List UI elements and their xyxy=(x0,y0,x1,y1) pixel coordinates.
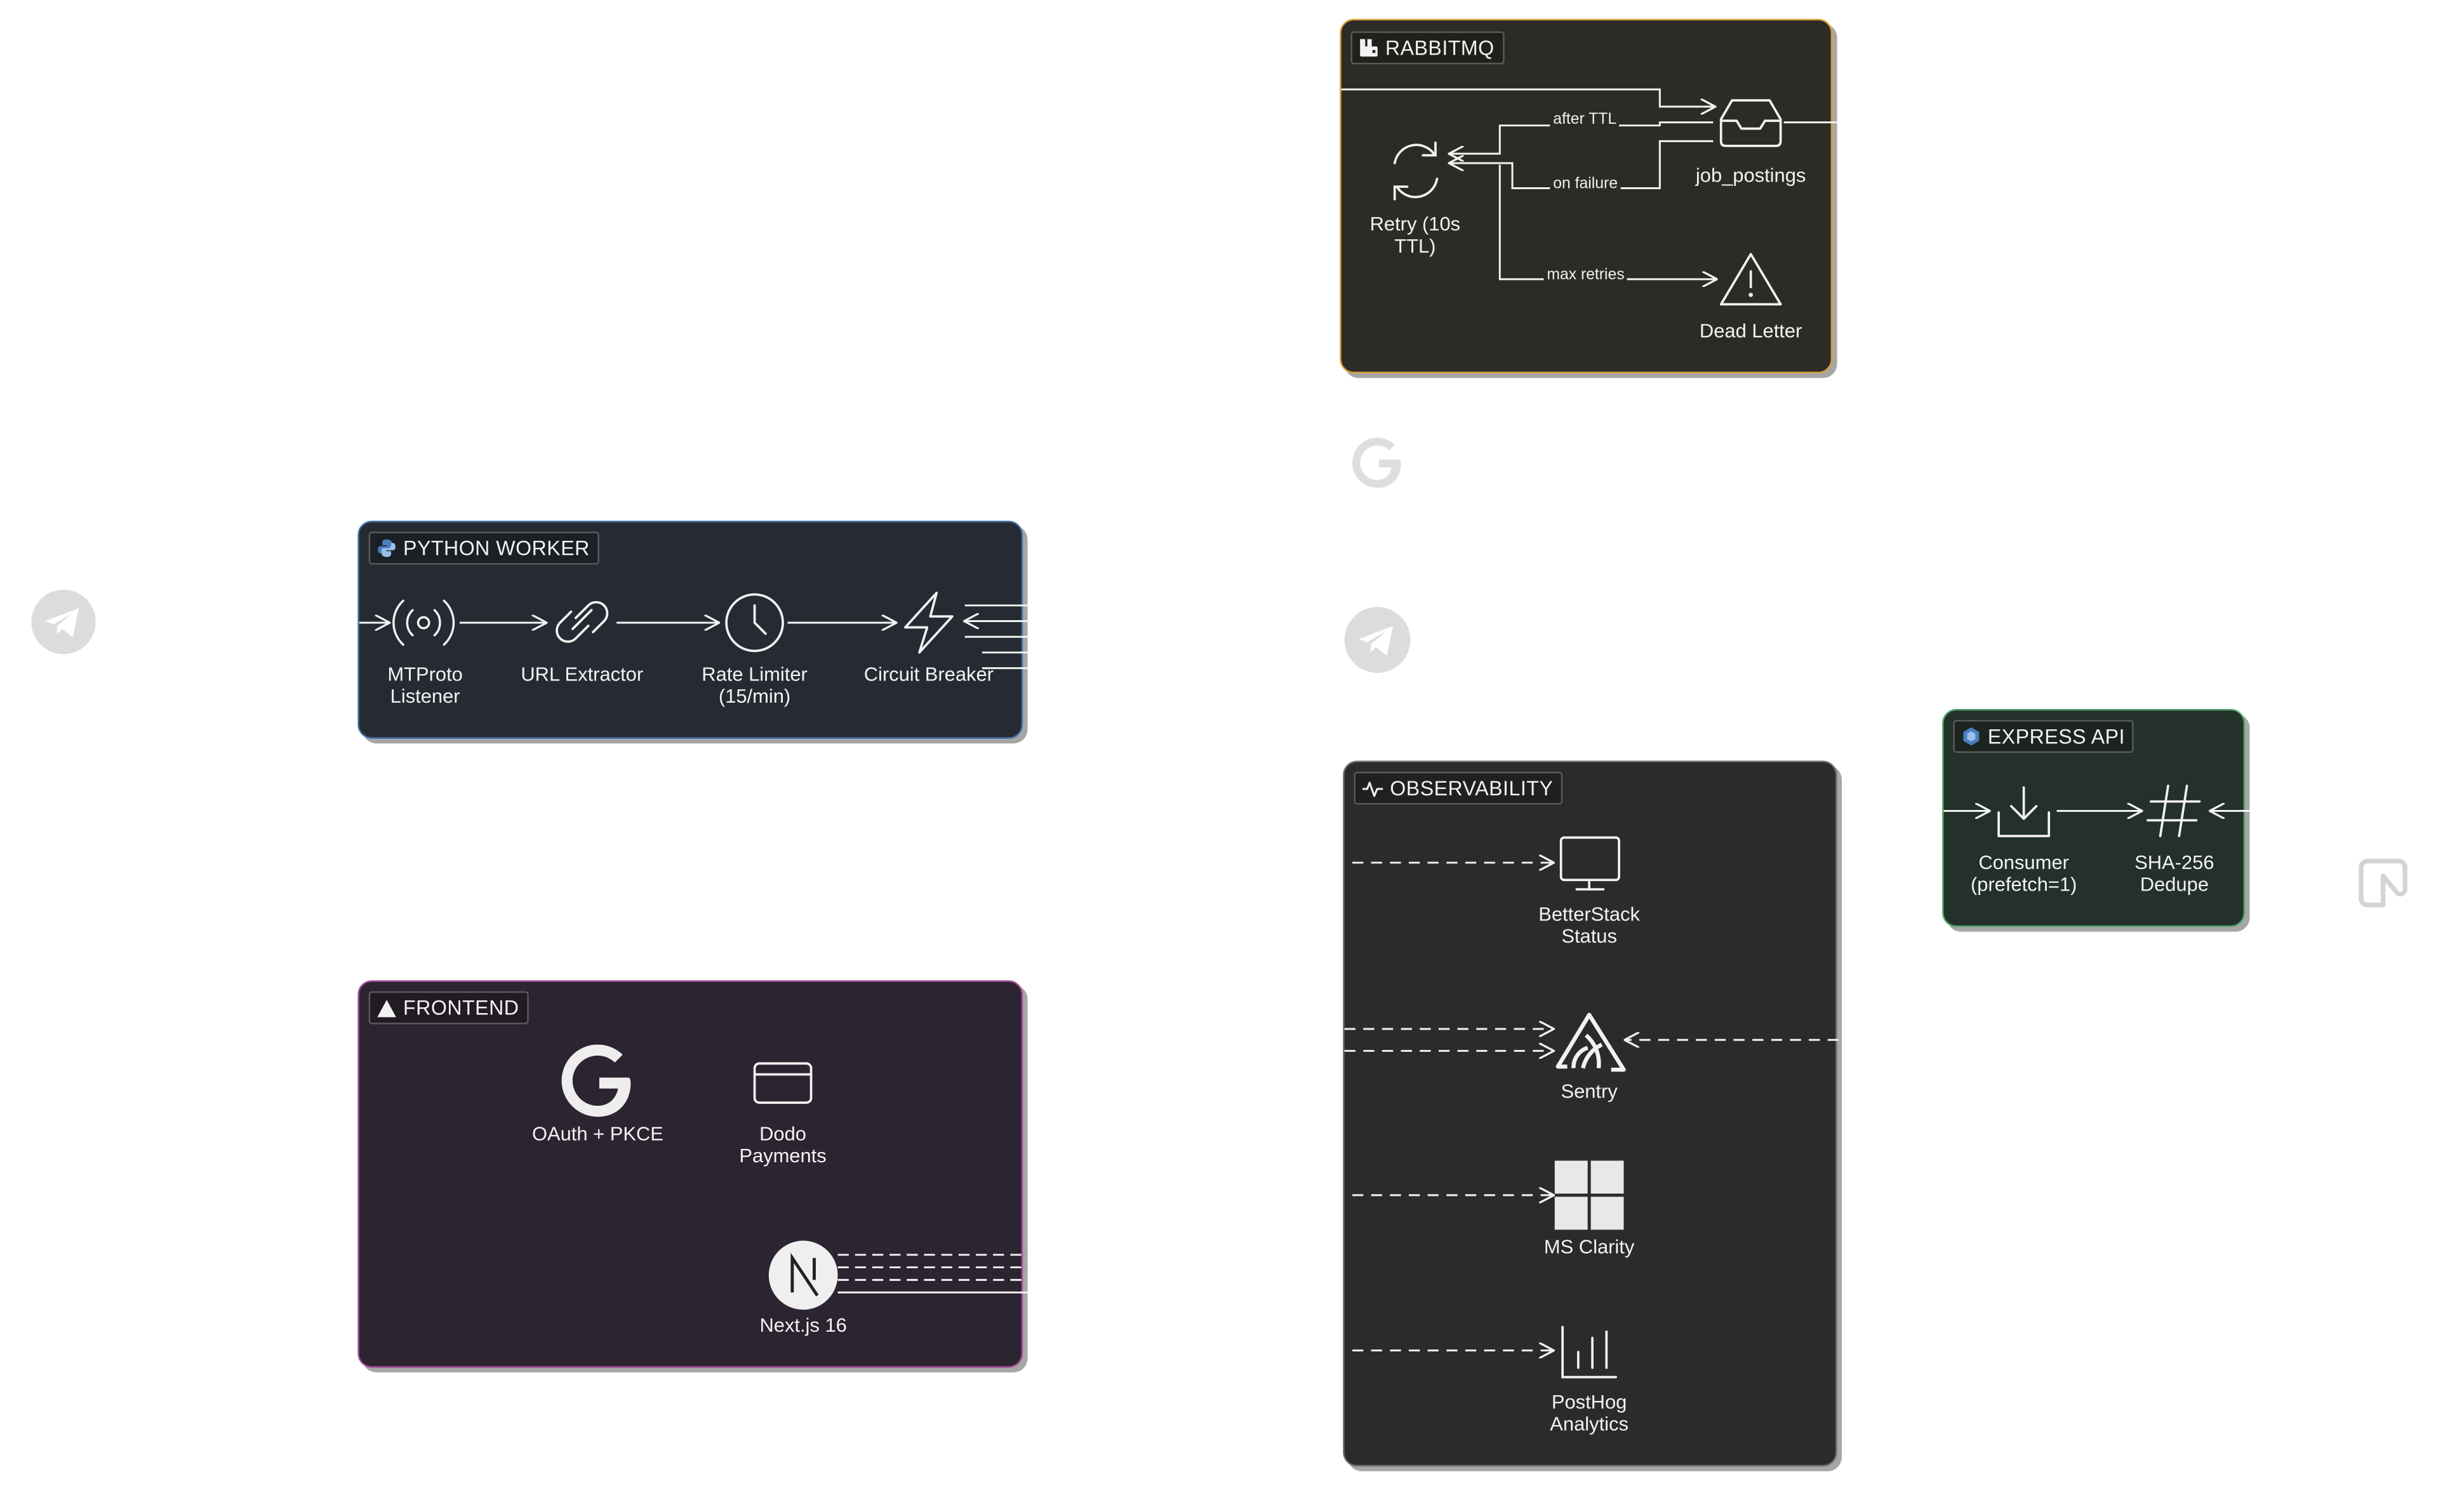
warning-triangle-icon xyxy=(1719,253,1782,306)
zap-icon xyxy=(903,592,954,654)
frontend-title-text: FRONTEND xyxy=(403,996,519,1020)
radio-broadcast-icon xyxy=(392,599,455,646)
posthog-label: PostHog Analytics xyxy=(1550,1391,1629,1435)
rate-limiter-label: Rate Limiter (15/min) xyxy=(702,663,808,708)
python-icon xyxy=(378,539,396,557)
credit-card-icon xyxy=(753,1062,813,1104)
ms-clarity-label: MS Clarity xyxy=(1543,1236,1635,1258)
inbox-icon xyxy=(1719,99,1782,147)
rabbitmq-title-text: RABBITMQ xyxy=(1385,36,1495,60)
sentry-label: Sentry xyxy=(1561,1080,1618,1103)
nextjs-icon xyxy=(768,1240,838,1310)
vercel-triangle-icon xyxy=(377,999,396,1017)
oauth-label: OAuth + PKCE xyxy=(531,1123,663,1145)
retry-label: Retry (10s TTL) xyxy=(1369,213,1461,258)
mtproto-label: MTProto Listener xyxy=(387,663,463,708)
express-api-panel: EXPRESS API xyxy=(1942,708,2246,927)
clock-icon xyxy=(725,593,784,653)
nextjs-label: Next.js 16 xyxy=(759,1314,847,1337)
refresh-icon xyxy=(1393,142,1439,201)
rabbitmq-icon xyxy=(1360,39,1378,57)
nodejs-icon xyxy=(1963,727,1980,746)
on-failure-label: on failure xyxy=(1550,175,1621,193)
consumer-label: Consumer (prefetch=1) xyxy=(1970,851,2077,896)
download-icon xyxy=(1997,786,2050,837)
telegram-icon xyxy=(31,590,96,654)
link-icon xyxy=(556,600,609,643)
max-retries-label: max retries xyxy=(1543,267,1628,284)
observability-panel: OBSERVABILITY xyxy=(1343,760,1837,1467)
frontend-panel: FRONTEND xyxy=(357,980,1023,1368)
dodo-payments-label: Dodo Payments xyxy=(739,1123,827,1167)
job-postings-label: job_postings xyxy=(1695,164,1806,187)
observability-title: OBSERVABILITY xyxy=(1354,771,1563,805)
python-worker-title-text: PYTHON WORKER xyxy=(403,536,590,560)
edge-into-job-postings xyxy=(1341,88,1715,107)
circuit-breaker-label: Circuit Breaker xyxy=(863,663,994,686)
frontend-title: FRONTEND xyxy=(368,991,529,1025)
dedupe-label: SHA-256 Dedupe xyxy=(2135,851,2215,896)
rabbitmq-panel: RABBITMQ xyxy=(1340,18,1833,374)
activity-icon xyxy=(1362,781,1383,797)
rabbitmq-title: RABBITMQ xyxy=(1350,31,1504,65)
bar-chart-icon xyxy=(1561,1325,1617,1379)
observability-title-text: OBSERVABILITY xyxy=(1390,776,1554,800)
betterstack-label: BetterStack Status xyxy=(1538,903,1640,948)
after-ttl-label: after TTL xyxy=(1550,111,1620,129)
telegram-icon xyxy=(1344,607,1411,673)
microsoft-icon xyxy=(1554,1160,1624,1230)
dead-letter-label: Dead Letter xyxy=(1699,320,1802,342)
monitor-icon xyxy=(1559,836,1620,891)
neon-icon xyxy=(2359,858,2408,908)
python-worker-panel: PYTHON WORKER xyxy=(357,521,1023,739)
google-icon xyxy=(1352,437,1401,488)
express-api-title: EXPRESS API xyxy=(1953,720,2135,753)
express-api-title-text: EXPRESS API xyxy=(1987,724,2125,748)
hash-icon xyxy=(2146,785,2201,837)
python-worker-title: PYTHON WORKER xyxy=(368,531,599,565)
edge-max-retries xyxy=(1498,164,1716,279)
google-g-icon xyxy=(561,1044,631,1117)
url-extractor-label: URL Extractor xyxy=(521,663,644,686)
sentry-icon xyxy=(1555,1012,1626,1072)
